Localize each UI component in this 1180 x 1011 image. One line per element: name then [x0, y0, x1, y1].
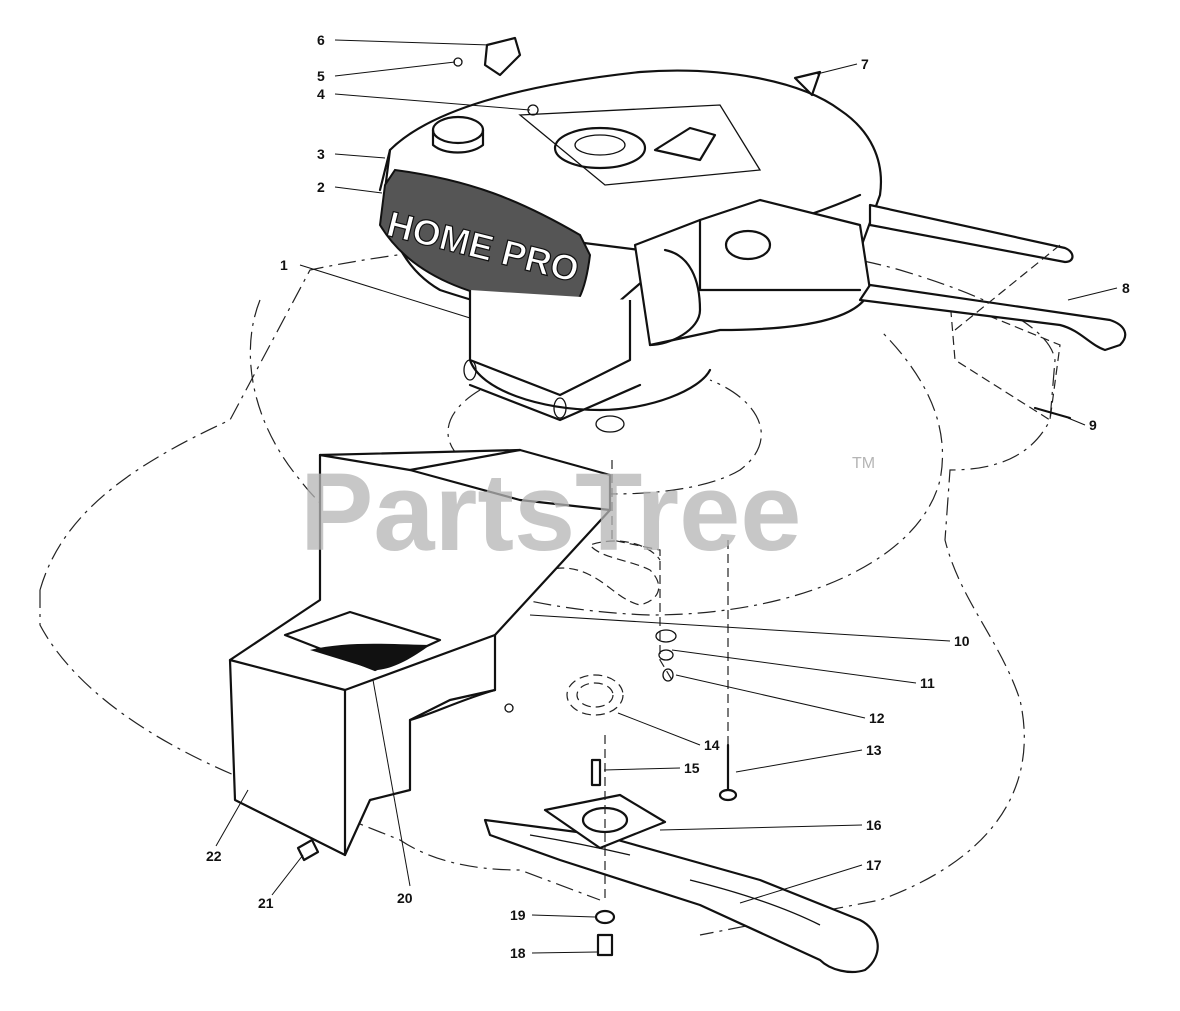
spring-part-14 [566, 674, 624, 716]
bolt-part-18 [596, 933, 614, 957]
callout-6: 6 [317, 32, 325, 48]
screw-part-5 [453, 57, 463, 67]
watermark-text: PartsTree [300, 451, 801, 574]
callout-19: 19 [510, 907, 526, 923]
callout-16: 16 [866, 817, 882, 833]
discharge-chute [228, 448, 612, 857]
callout-5: 5 [317, 68, 325, 84]
callout-18: 18 [510, 945, 526, 961]
watermark: PartsTree TM [300, 451, 875, 574]
callout-3: 3 [317, 146, 325, 162]
key-part-15 [590, 758, 602, 787]
callout-4: 4 [317, 86, 325, 102]
engine-block [463, 198, 872, 433]
watermark-trademark: TM [852, 455, 875, 472]
washer-part-19 [594, 909, 616, 925]
pin-part-9 [1033, 406, 1072, 420]
callout-22: 22 [206, 848, 222, 864]
callout-15: 15 [684, 760, 700, 776]
callout-17: 17 [866, 857, 882, 873]
callout-9: 9 [1089, 417, 1097, 433]
callout-11: 11 [920, 675, 935, 691]
washer-part-10 [655, 629, 677, 643]
hardware [296, 36, 1072, 957]
handle-bracket [858, 203, 1127, 352]
callout-13: 13 [866, 742, 882, 758]
callout-12: 12 [869, 710, 885, 726]
callout-10: 10 [954, 633, 970, 649]
washer-part-11 [658, 649, 674, 661]
callout-21: 21 [258, 895, 274, 911]
callout-8: 8 [1122, 280, 1130, 296]
leader-lines [215, 39, 1118, 954]
callout-20: 20 [397, 890, 413, 906]
callout-14: 14 [704, 737, 720, 753]
clip-part-7 [793, 70, 822, 97]
callout-1: 1 [280, 257, 288, 273]
mower-deck [39, 239, 1061, 936]
nut-part-12 [662, 668, 674, 682]
plate-part-6 [483, 36, 522, 77]
callout-labels: 1 2 3 4 5 6 7 8 9 10 11 12 13 14 15 16 1… [206, 32, 1130, 961]
blade-assembly [483, 793, 879, 974]
centerlines [604, 244, 1061, 900]
callout-7: 7 [861, 56, 869, 72]
callout-2: 2 [317, 179, 325, 195]
